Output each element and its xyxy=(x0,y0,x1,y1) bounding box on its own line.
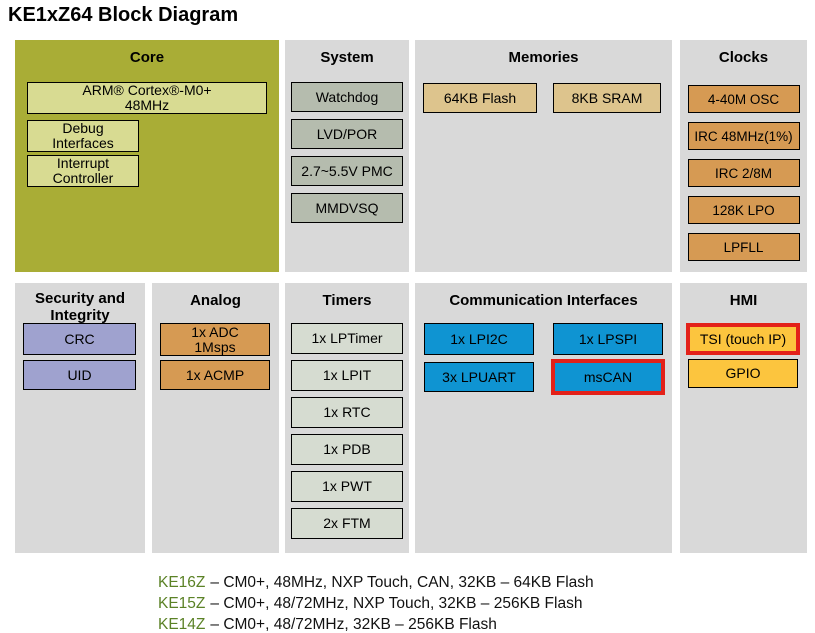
block-acmp: 1x ACMP xyxy=(160,360,270,390)
block-crc: CRC xyxy=(23,323,136,355)
core-header: Core xyxy=(129,49,165,66)
legend-model: KE15Z xyxy=(158,595,206,612)
hmi-header: HMI xyxy=(729,292,758,309)
legend-model: KE14Z xyxy=(158,616,206,633)
panel-system: System Watchdog LVD/POR 2.7~5.5V PMC MMD… xyxy=(285,40,409,272)
analog-header: Analog xyxy=(190,292,241,309)
block-adc: 1x ADC 1Msps xyxy=(160,323,270,356)
block-debug-interfaces: Debug Interfaces xyxy=(27,120,139,152)
block-rtc: 1x RTC xyxy=(291,397,403,428)
panel-core: Core ARM® Cortex®-M0+ 48MHz Debug Interf… xyxy=(15,40,279,272)
block-lpfll: LPFLL xyxy=(687,233,800,261)
legend-line-ke16z: KE16Z– CM0+, 48MHz, NXP Touch, CAN, 32KB… xyxy=(158,572,594,593)
block-flash: 64KB Flash xyxy=(423,83,537,113)
clocks-header: Clocks xyxy=(718,49,769,66)
block-ftm: 2x FTM xyxy=(291,508,403,539)
block-tsi-highlighted: TSI (touch IP) xyxy=(686,323,800,355)
legend-specs: – CM0+, 48/72MHz, NXP Touch, 32KB – 256K… xyxy=(210,595,583,612)
legend-specs: – CM0+, 48/72MHz, 32KB – 256KB Flash xyxy=(210,616,497,633)
block-osc: 4-40M OSC xyxy=(687,85,800,113)
legend-specs: – CM0+, 48MHz, NXP Touch, CAN, 32KB – 64… xyxy=(210,574,594,591)
timers-header: Timers xyxy=(322,292,372,309)
page-title: KE1xZ64 Block Diagram xyxy=(8,4,239,26)
block-interrupt-controller: Interrupt Controller xyxy=(27,155,139,187)
block-irc-2-8m: IRC 2/8M xyxy=(687,159,800,187)
memories-header: Memories xyxy=(508,49,579,66)
block-lvd-por: LVD/POR xyxy=(291,119,403,149)
block-lpi2c: 1x LPI2C xyxy=(424,323,534,355)
block-gpio: GPIO xyxy=(688,359,798,388)
system-header: System xyxy=(320,49,374,66)
comm-header: Communication Interfaces xyxy=(449,292,638,309)
legend-line-ke15z: KE15Z– CM0+, 48/72MHz, NXP Touch, 32KB –… xyxy=(158,593,594,614)
block-sram: 8KB SRAM xyxy=(553,83,661,113)
block-irc-48mhz: IRC 48MHz(1%) xyxy=(687,122,800,150)
block-lpspi: 1x LPSPI xyxy=(553,323,663,355)
block-lptimer: 1x LPTimer xyxy=(291,323,403,354)
legend: KE16Z– CM0+, 48MHz, NXP Touch, CAN, 32KB… xyxy=(158,572,594,633)
block-pdb: 1x PDB xyxy=(291,434,403,465)
block-mscan-highlighted: msCAN xyxy=(551,359,665,395)
legend-model: KE16Z xyxy=(158,574,206,591)
panel-memories: Memories 64KB Flash 8KB SRAM xyxy=(415,40,672,272)
panel-clocks: Clocks 4-40M OSC IRC 48MHz(1%) IRC 2/8M … xyxy=(680,40,807,272)
panel-security-integrity: Security and Integrity CRC UID xyxy=(15,283,145,553)
panel-communication-interfaces: Communication Interfaces 1x LPI2C 1x LPS… xyxy=(415,283,672,553)
panel-timers: Timers 1x LPTimer 1x LPIT 1x RTC 1x PDB … xyxy=(285,283,409,553)
legend-line-ke14z: KE14Z– CM0+, 48/72MHz, 32KB – 256KB Flas… xyxy=(158,614,594,633)
block-mmdvsq: MMDVSQ xyxy=(291,193,403,223)
block-lpit: 1x LPIT xyxy=(291,360,403,391)
block-arm-cortex-m0: ARM® Cortex®-M0+ 48MHz xyxy=(27,82,267,114)
panel-analog: Analog 1x ADC 1Msps 1x ACMP xyxy=(152,283,279,553)
block-pmc: 2.7~5.5V PMC xyxy=(291,156,403,186)
block-lpo: 128K LPO xyxy=(687,196,800,224)
block-pwt: 1x PWT xyxy=(291,471,403,502)
block-uid: UID xyxy=(23,360,136,390)
security-header: Security and Integrity xyxy=(34,290,126,324)
block-lpuart: 3x LPUART xyxy=(424,362,534,392)
panel-hmi: HMI TSI (touch IP) GPIO xyxy=(680,283,807,553)
block-watchdog: Watchdog xyxy=(291,82,403,112)
